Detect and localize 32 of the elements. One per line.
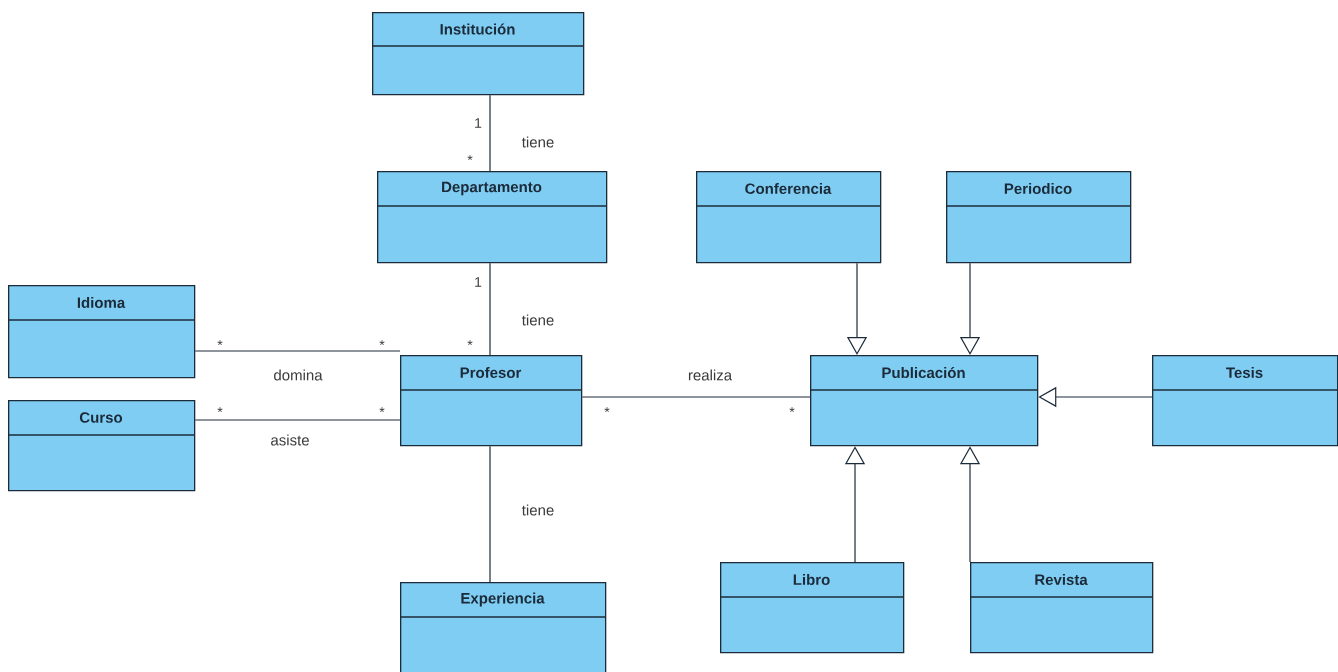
association-line (489, 445, 491, 583)
class-box: Periodico (945, 171, 1132, 264)
edge-label: tiene (520, 313, 556, 327)
class-box: Publicación (809, 355, 1039, 447)
class-box: Conferencia (695, 171, 882, 264)
multiplicity: * (604, 407, 610, 413)
edge-label: tiene (520, 503, 556, 517)
multiplicity: * (217, 340, 223, 346)
class-box: Idioma (7, 285, 196, 379)
edge-label: asiste (269, 433, 311, 447)
association-line (194, 419, 401, 421)
multiplicity: * (379, 340, 385, 346)
class-box: Curso (7, 400, 196, 492)
multiplicity: * (217, 407, 223, 413)
association-line (489, 262, 491, 356)
class-box: Revista (969, 562, 1154, 654)
class-box: Libro (719, 562, 905, 654)
edge-label: realiza (686, 368, 734, 382)
association-line (489, 94, 491, 172)
class-box: Institución (371, 12, 585, 96)
edge-label: tiene (520, 135, 556, 149)
multiplicity: * (379, 407, 385, 413)
association-line (581, 396, 811, 398)
association-line (194, 350, 401, 352)
class-box: Departamento (376, 171, 608, 264)
class-box: Tesis (1151, 355, 1338, 447)
class-box: Profesor (399, 355, 583, 447)
multiplicity: 1 (475, 118, 482, 128)
multiplicity: * (789, 407, 795, 413)
class-box: Experiencia (399, 582, 607, 672)
edge-label: domina (272, 368, 324, 382)
multiplicity: 1 (475, 277, 482, 287)
